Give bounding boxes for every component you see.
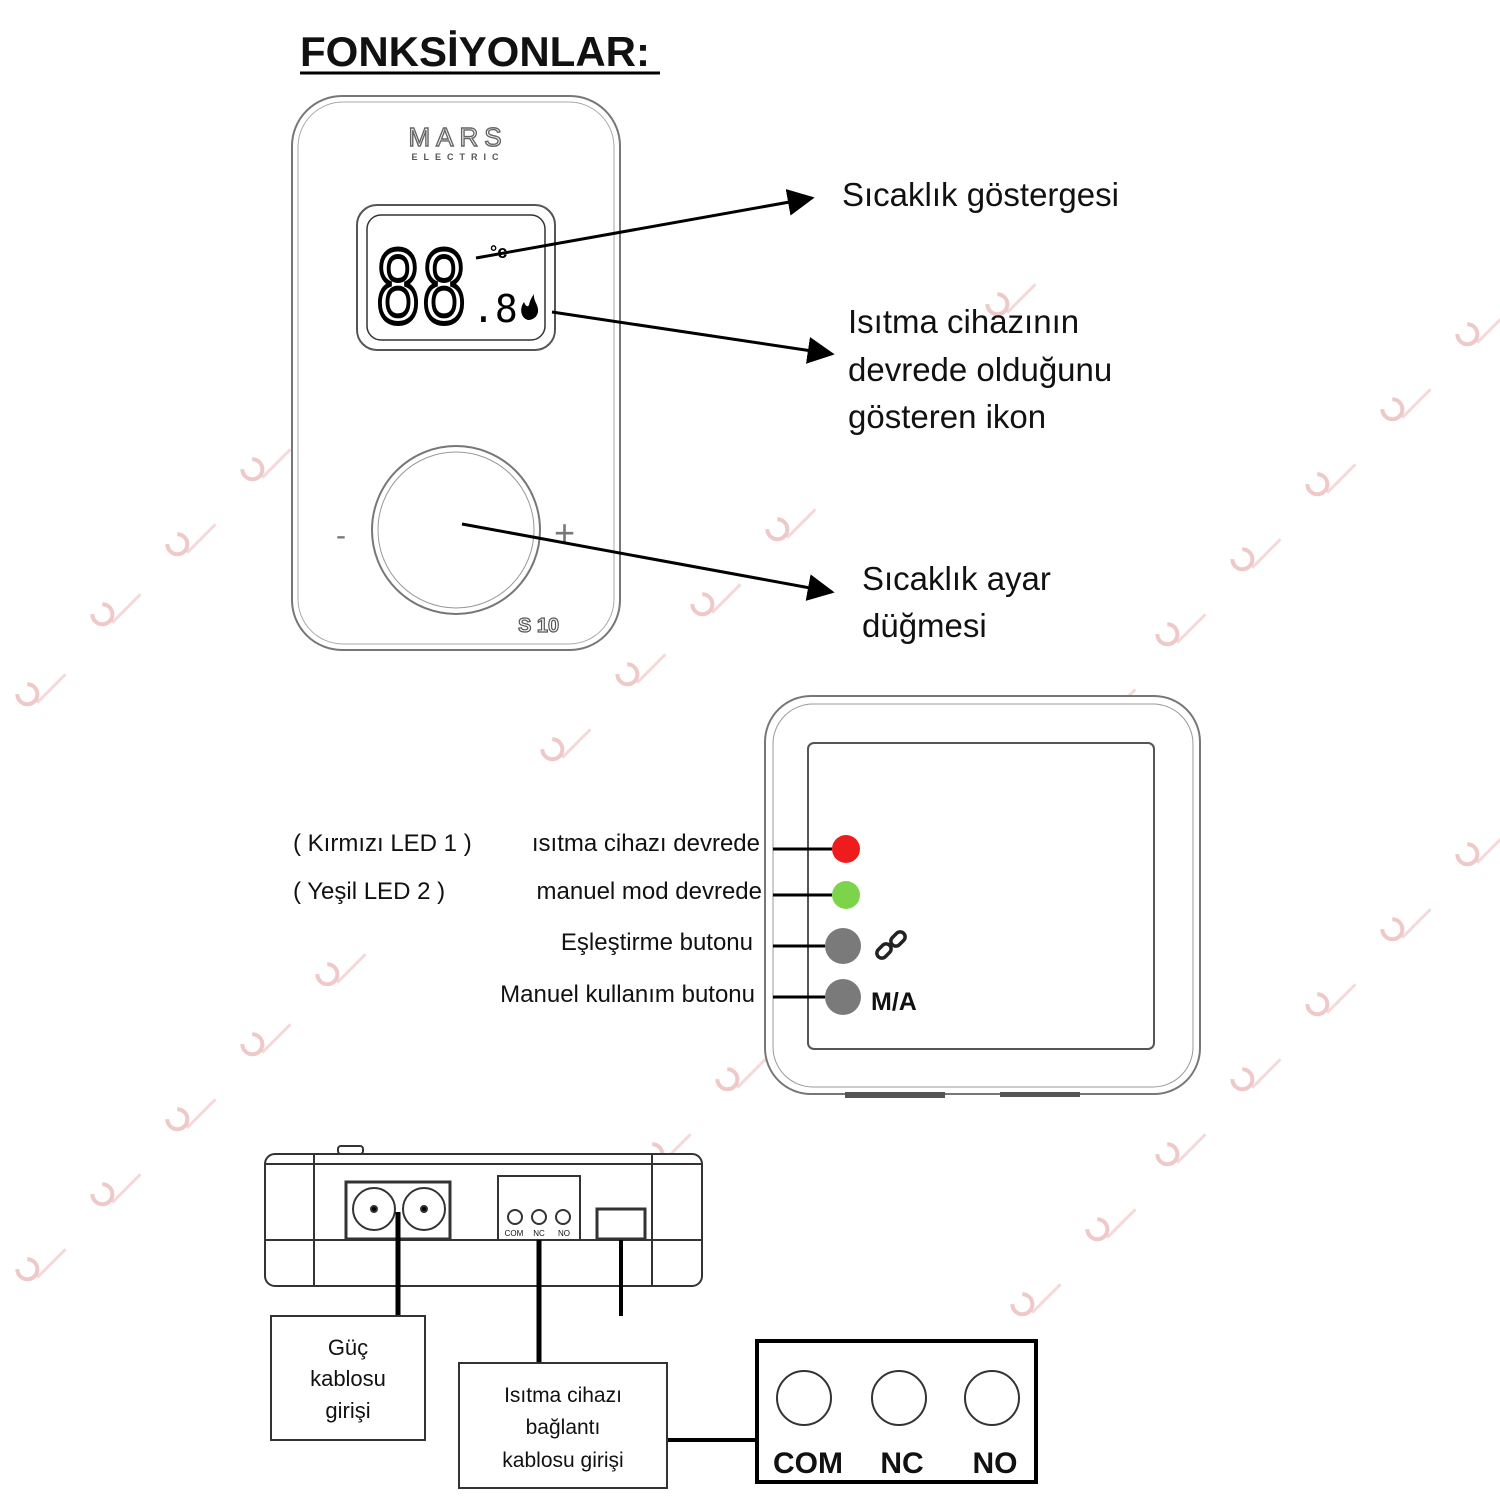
watermark-logo <box>165 510 215 560</box>
led2-text: manuel mod devrede <box>537 878 762 905</box>
terminal-nc-small: NC <box>533 1229 545 1238</box>
watermark-logo <box>315 940 365 990</box>
watermark-logo <box>1380 375 1430 425</box>
watermark-logo <box>15 660 65 710</box>
watermark-logo <box>690 570 740 620</box>
red-led <box>832 835 860 863</box>
lcd-frame <box>356 204 556 351</box>
terminal-com-small: COM <box>505 1229 524 1238</box>
led1-text: ısıtma cihazı devrede <box>532 830 760 857</box>
watermark-logo <box>615 640 665 690</box>
callout-heating-3: gösteren ikon <box>848 398 1046 435</box>
brand-sub: ELECTRIC <box>412 152 505 162</box>
watermark-logo <box>1455 820 1500 870</box>
watermark-logo <box>90 1160 140 1210</box>
green-led <box>832 881 860 909</box>
watermark-logo <box>765 495 815 545</box>
page-title: FONKSİYONLAR: <box>300 28 650 75</box>
led2-prefix: ( Yeşil LED 2 ) <box>293 878 445 905</box>
arrow-temp-display <box>475 188 815 260</box>
terminal-nc: NC <box>880 1447 923 1480</box>
watermark-logo <box>715 1045 765 1095</box>
brand-logo: MARS <box>408 122 507 152</box>
model-label: S 10 <box>518 615 559 637</box>
receiver-bottom-view <box>264 1145 703 1287</box>
watermark-logo <box>1010 1270 1060 1320</box>
watermark-logo <box>1455 300 1500 350</box>
heater-box-3: kablosu girişi <box>502 1449 623 1472</box>
power-cable-box <box>270 1315 426 1441</box>
minus-label: - <box>336 519 346 552</box>
power-box-3: girişi <box>325 1398 370 1423</box>
terminal-com: COM <box>773 1447 843 1480</box>
manual-button[interactable] <box>825 979 861 1015</box>
watermark-logo <box>15 1235 65 1285</box>
watermark-logo <box>540 715 590 765</box>
watermark-logo <box>240 435 290 485</box>
heater-box-2: bağlantı <box>526 1416 601 1439</box>
callout-heating-1: Isıtma cihazının <box>848 303 1079 340</box>
callout-temp-display: Sıcaklık göstergesi <box>842 176 1119 213</box>
terminal-no: NO <box>973 1447 1018 1480</box>
heater-cable-box <box>458 1362 668 1489</box>
power-box-1: Güç <box>328 1335 368 1360</box>
watermark-logo <box>1230 1045 1280 1095</box>
watermark-logo <box>1305 970 1355 1020</box>
power-box-2: kablosu <box>310 1366 386 1391</box>
plus-label: + <box>554 512 575 553</box>
watermark-logo <box>1085 1195 1135 1245</box>
flame-icon <box>521 294 539 320</box>
lcd-digits: 88 <box>375 232 467 346</box>
watermark-layer <box>15 270 1500 1320</box>
led1-prefix: ( Kırmızı LED 1 ) <box>293 830 472 857</box>
manual-button-label: Manuel kullanım butonu <box>500 981 755 1008</box>
receiver <box>764 695 1201 1098</box>
pair-button[interactable] <box>825 928 861 964</box>
arrow-heating-icon <box>551 310 835 364</box>
watermark-logo <box>1230 525 1280 575</box>
heater-box-1: Isıtma cihazı <box>504 1384 622 1407</box>
celsius-unit: °c <box>490 242 507 262</box>
thermostat: MARS ELECTRIC 88 .8 °c - + S 10 <box>291 95 621 651</box>
arrow-knob <box>461 522 835 601</box>
watermark-logo <box>165 1085 215 1135</box>
watermark-logo <box>1380 895 1430 945</box>
ma-label: M/A <box>871 988 917 1016</box>
terminal-no-small: NO <box>558 1229 570 1238</box>
callout-heating-2: devrede olduğunu <box>848 351 1112 388</box>
pair-button-label: Eşleştirme butonu <box>561 929 753 956</box>
watermark-logo <box>1155 1120 1205 1170</box>
watermark-logo <box>90 580 140 630</box>
callout-knob-2: düğmesi <box>862 607 987 644</box>
watermark-logo <box>240 1010 290 1060</box>
callout-knob-1: Sıcaklık ayar <box>862 560 1051 597</box>
watermark-logo <box>1305 450 1355 500</box>
temperature-knob[interactable] <box>371 445 541 615</box>
watermark-logo <box>1155 600 1205 650</box>
lcd-decimal: .8 <box>472 287 518 331</box>
link-icon <box>875 930 907 960</box>
